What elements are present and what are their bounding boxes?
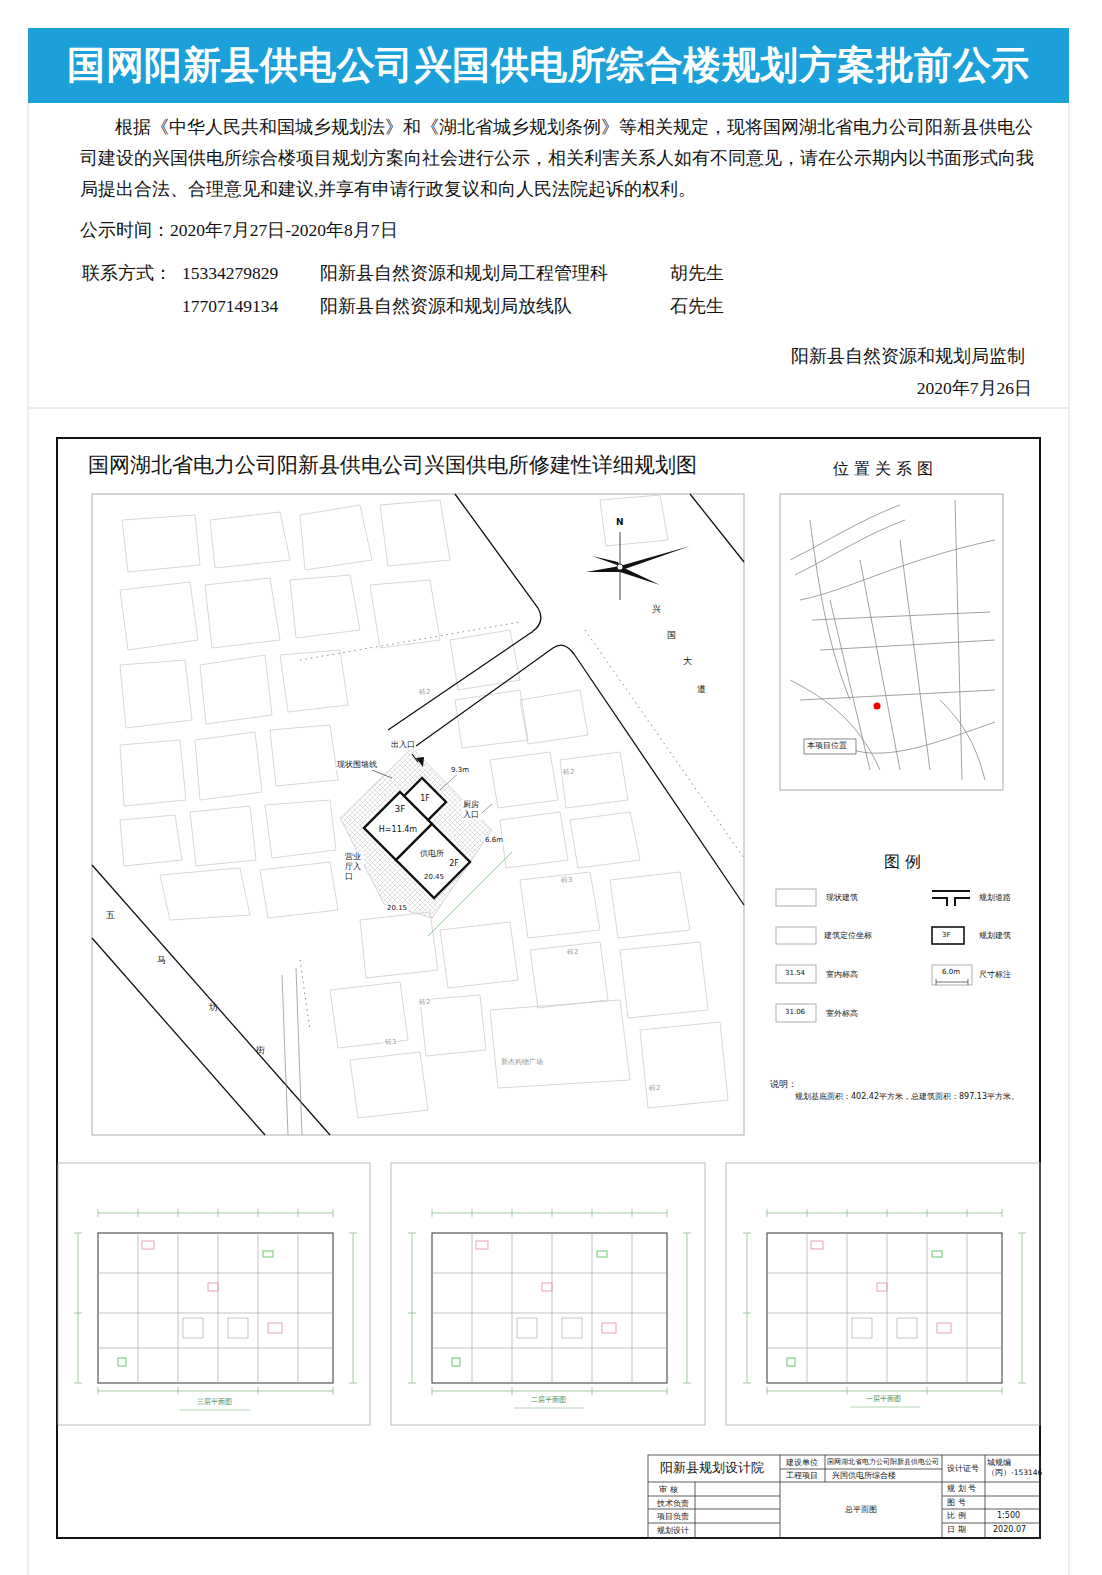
legend-text: 尺寸标注: [979, 970, 1011, 980]
titleblock-cell: 日 期: [947, 1525, 966, 1535]
notice-period: 公示时间：2020年7月27日-2020年8月7日: [80, 219, 398, 241]
titleblock-cell: 阳新县规划设计院: [660, 1460, 764, 1476]
titleblock-cell: 建设单位: [786, 1458, 818, 1468]
building-label: 1F: [420, 794, 430, 804]
legend-heading: 图 例: [884, 852, 921, 872]
dimension: 6.6m: [484, 836, 504, 845]
titleblock-cell: 总平面图: [845, 1505, 877, 1515]
titleblock-cell: 2020.07: [993, 1525, 1026, 1535]
road-name: 坊: [209, 1002, 218, 1013]
entrance-label: 厨房入口: [462, 800, 482, 820]
road-name: 大: [683, 656, 692, 667]
road-name: 道: [697, 684, 706, 695]
plan-caption: 二层平面图: [531, 1396, 566, 1405]
notice-paragraph: 根据《中华人民共和国城乡规划法》和《湖北省城乡规划条例》等相关规定，现将国网湖北…: [80, 112, 1035, 205]
titleblock-cell: 城规编（丙）-153146: [987, 1458, 1039, 1478]
page-title: 国网阳新县供电公司兴国供电所综合楼规划方案批前公示: [28, 28, 1069, 103]
legend-sample-text: 3F: [942, 931, 950, 940]
legend-sample-text: 6.0m: [942, 968, 960, 977]
road-name: 五: [106, 910, 115, 921]
entrance-label: 营业厅入口: [344, 852, 364, 882]
titleblock-cell: 1:500: [997, 1511, 1020, 1521]
building-label: 20.45: [424, 873, 444, 882]
legend-text: 室外标高: [826, 1009, 858, 1019]
titleblock-cell: 图 号: [947, 1498, 966, 1508]
entrance-label: 出入口: [390, 740, 416, 750]
wall-label: 现状围墙线: [336, 760, 378, 770]
titleblock-cell: 规 划 号: [947, 1484, 976, 1494]
map-label: 砖3: [560, 876, 573, 885]
legend-sample-text: 31.54: [785, 969, 805, 978]
legend-sample-text: 31.06: [785, 1008, 805, 1017]
location-label: 本项目位置: [807, 741, 847, 751]
map-label: 砖3: [384, 1038, 397, 1047]
titleblock-cell: 审 核: [659, 1485, 678, 1495]
road-name: 马: [157, 955, 166, 966]
road-name: 国: [667, 630, 676, 641]
contact-office: 阳新县自然资源和规划局放线队: [320, 295, 572, 317]
map-label: 砖2: [566, 948, 579, 957]
issuer: 阳新县自然资源和规划局监制: [705, 345, 1025, 367]
titleblock-cell: 兴国供电所综合楼: [832, 1471, 896, 1481]
contact-office: 阳新县自然资源和规划局工程管理科: [320, 262, 608, 284]
titleblock-cell: 技术负责: [657, 1499, 689, 1509]
building-label: H=11.4m: [379, 825, 417, 835]
legend-text: 规划建筑: [979, 931, 1011, 941]
titleblock-cell: 项目负责: [657, 1512, 689, 1522]
planned-building: 供电所 2F 20.45: [396, 824, 470, 900]
map-label: 新杰购物广场: [500, 1058, 544, 1067]
road-name: 街: [256, 1045, 265, 1056]
elevation-number: 20.15: [386, 904, 408, 913]
titleblock-cell: 国网湖北省电力公司阳新县供电公司: [827, 1458, 939, 1467]
building-outline: [396, 824, 470, 900]
titleblock-cell: 比 例: [947, 1511, 966, 1521]
note-heading: 说明：: [770, 1079, 797, 1090]
legend-text: 现状建筑: [826, 893, 858, 903]
road-name: 兴: [652, 604, 661, 615]
legend-text: 规划道路: [979, 893, 1011, 903]
legend-text: 建筑定位坐标: [824, 931, 872, 941]
contact-person: 石先生: [670, 295, 724, 317]
contact-heading: 联系方式：: [82, 262, 172, 284]
titleblock-cell: 规划设计: [657, 1526, 689, 1536]
map-heading: 位 置 关 系 图: [833, 459, 933, 479]
north-mark: N: [616, 517, 624, 528]
issue-date: 2020年7月26日: [812, 377, 1032, 399]
plan-caption: 一层平面图: [866, 1395, 901, 1404]
map-label: 砖2: [418, 688, 431, 697]
map-label: 砖2: [418, 998, 431, 1007]
building-label: 2F: [449, 859, 459, 869]
legend-text: 室内标高: [826, 970, 858, 980]
plan-caption: 三层平面图: [197, 1398, 232, 1407]
phone-number: 15334279829: [182, 262, 278, 284]
note-text: 规划基底面积：402.42平方米，总建筑面积：897.13平方米。: [795, 1092, 1019, 1102]
phone-number: 17707149134: [182, 295, 278, 317]
map-label: 砖2: [562, 768, 575, 777]
building-label: 3F: [395, 804, 406, 815]
dimension: 9.3m: [450, 766, 470, 775]
contact-person: 胡先生: [670, 262, 724, 284]
titleblock-cell: 设计证号: [947, 1464, 979, 1474]
map-label: 砖2: [648, 1084, 661, 1093]
titleblock-cell: 工程项目: [786, 1471, 818, 1481]
plan-heading: 国网湖北省电力公司阳新县供电公司兴国供电所修建性详细规划图: [88, 452, 697, 478]
building-label: 供电所: [420, 849, 444, 859]
